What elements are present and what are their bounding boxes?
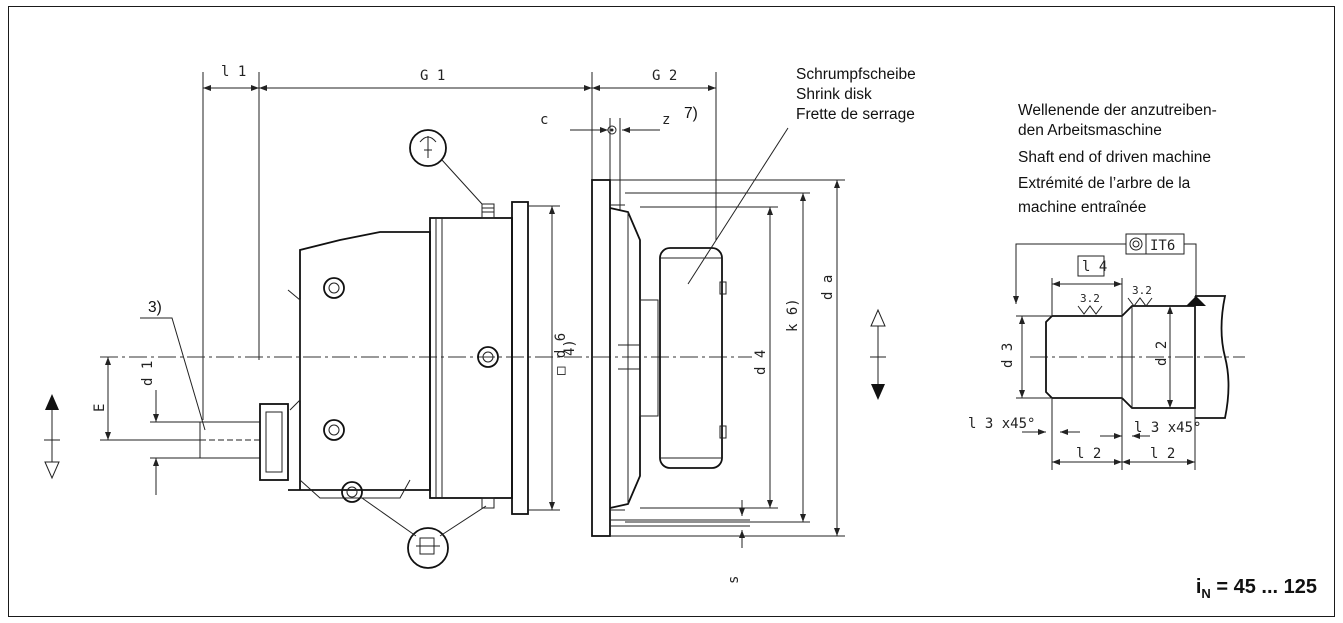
svg-text:G 1: G 1 bbox=[420, 68, 445, 84]
extension-lines bbox=[202, 72, 717, 420]
shrink-disk-leader bbox=[687, 127, 789, 285]
shaft-end-detail: IT6 l 4 3.2 3.2 l 3 x45° l 3 x45° l 2 l … bbox=[968, 233, 1245, 470]
shaft-end-label: Wellenende der anzutreiben- den Arbeitsm… bbox=[1018, 102, 1217, 216]
svg-text:Shaft end of driven machine: Shaft end of driven machine bbox=[1018, 149, 1211, 166]
svg-text:d 1: d 1 bbox=[140, 361, 156, 386]
svg-text:3): 3) bbox=[148, 299, 162, 316]
ratio-label: iN = 45 ... 125 bbox=[1195, 576, 1317, 601]
svg-text:d a: d a bbox=[820, 275, 836, 300]
svg-text:7): 7) bbox=[684, 105, 698, 122]
svg-text:l 4: l 4 bbox=[1082, 259, 1107, 275]
svg-text:machine entraînée: machine entraînée bbox=[1018, 199, 1146, 216]
rotation-arrow-left-icon bbox=[44, 394, 60, 480]
svg-text:l 3 x45°: l 3 x45° bbox=[1134, 420, 1201, 436]
svg-text:Schrumpfscheibe: Schrumpfscheibe bbox=[796, 66, 916, 83]
svg-text:l 3 x45°: l 3 x45° bbox=[968, 416, 1035, 432]
svg-text:E: E bbox=[92, 404, 108, 412]
svg-text:z: z bbox=[662, 112, 670, 128]
svg-text:d 2: d 2 bbox=[1154, 341, 1170, 366]
svg-text:c: c bbox=[540, 112, 548, 128]
rotation-arrow-right-icon bbox=[870, 308, 886, 400]
svg-text:k 6): k 6) bbox=[785, 298, 801, 332]
gear-unit bbox=[199, 179, 727, 537]
svg-text:d 4: d 4 bbox=[753, 350, 769, 375]
shrink-disk-label: Schrumpfscheibe Shrink disk Frette de se… bbox=[796, 66, 916, 123]
svg-text:3.2: 3.2 bbox=[1132, 284, 1152, 297]
svg-text:l 1: l 1 bbox=[221, 64, 246, 80]
svg-text:IT6: IT6 bbox=[1150, 238, 1175, 254]
svg-text:Wellenende der anzutreiben-: Wellenende der anzutreiben- bbox=[1018, 102, 1217, 119]
drawing-frame bbox=[8, 6, 1335, 617]
svg-text:Frette de serrage: Frette de serrage bbox=[796, 106, 915, 123]
oil-drain-icon bbox=[361, 497, 487, 569]
svg-text:4): 4) bbox=[562, 339, 578, 356]
svg-text:l 2: l 2 bbox=[1076, 446, 1101, 462]
dim-g1: G 1 bbox=[259, 68, 592, 91]
svg-text:Shrink disk: Shrink disk bbox=[796, 86, 872, 103]
svg-text:3.2: 3.2 bbox=[1080, 292, 1100, 305]
svg-text:s: s bbox=[726, 576, 742, 584]
dim-l1: l 1 bbox=[203, 64, 259, 91]
svg-text:G 2: G 2 bbox=[652, 68, 677, 84]
svg-text:den Arbeitsmaschine: den Arbeitsmaschine bbox=[1018, 122, 1162, 139]
svg-text:□ d 6: □ d 6 bbox=[553, 333, 569, 375]
left-dims: 3) bbox=[100, 299, 206, 495]
dim-g2: G 2 bbox=[592, 68, 716, 91]
right-dims bbox=[610, 179, 845, 548]
svg-text:l 2: l 2 bbox=[1150, 446, 1175, 462]
oil-fill-icon bbox=[409, 129, 483, 205]
dim-c-z: c z 7) bbox=[540, 105, 698, 135]
svg-text:Extrémité de l’arbre de la: Extrémité de l’arbre de la bbox=[1018, 175, 1191, 192]
svg-text:d 3: d 3 bbox=[1000, 343, 1016, 368]
